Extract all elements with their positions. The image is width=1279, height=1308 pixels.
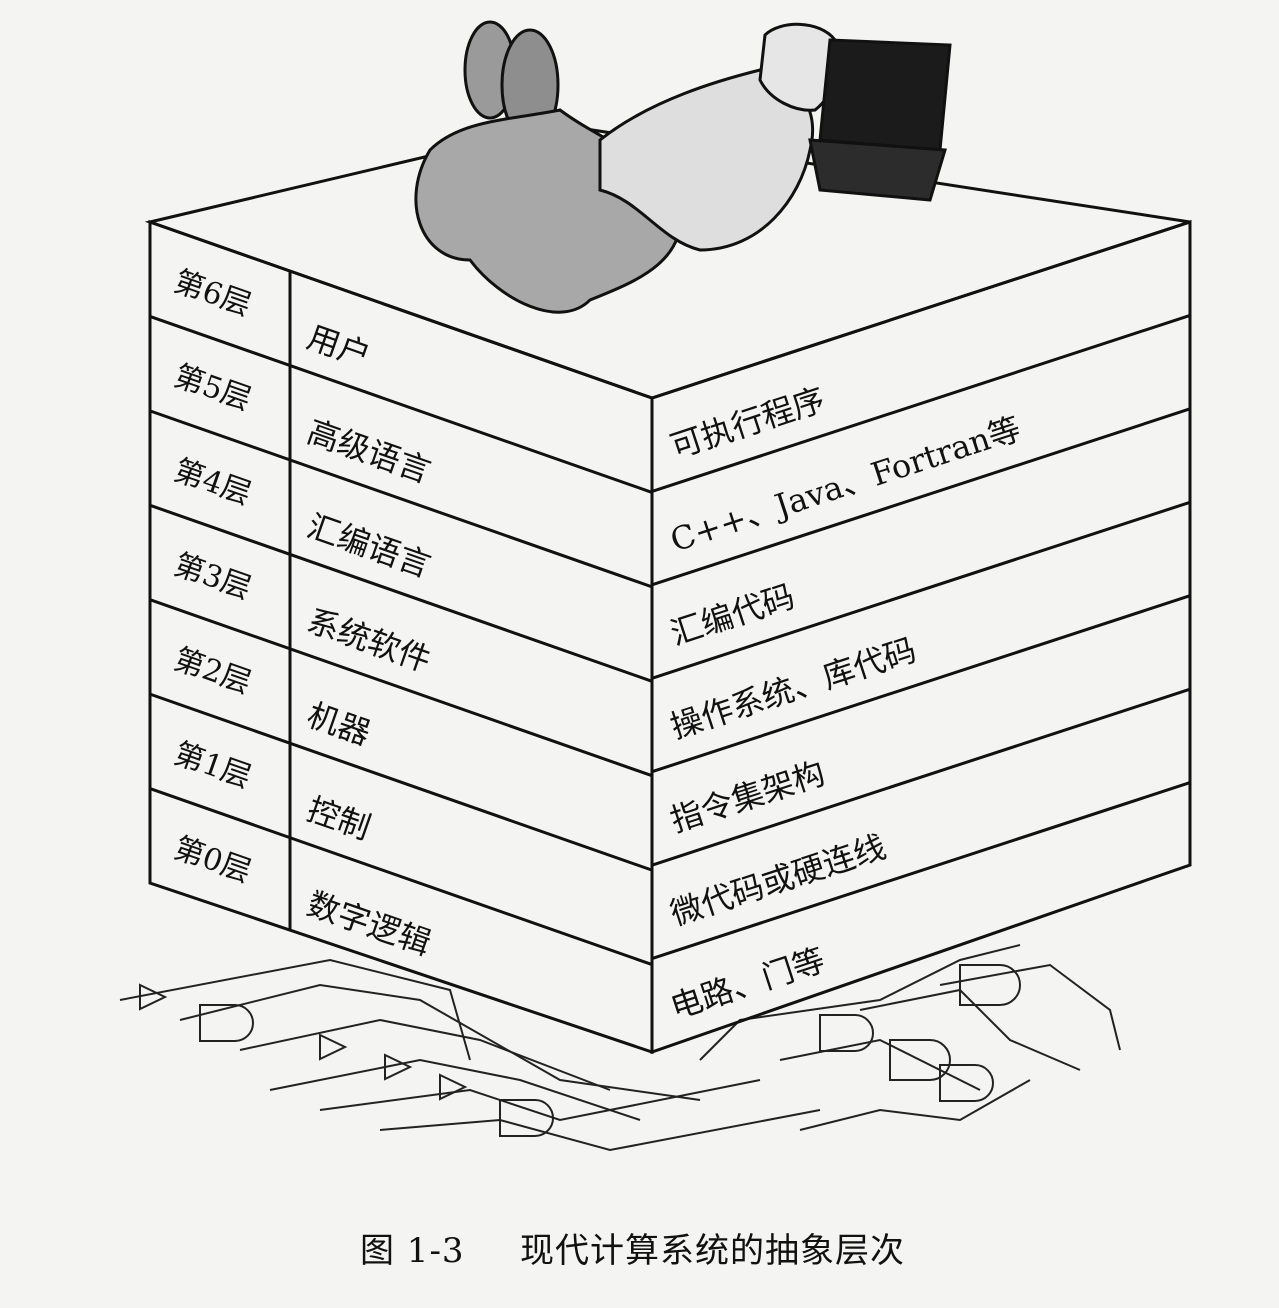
layer-name-label: 系统软件 (302, 601, 435, 679)
layer-name-label: 数字逻辑 (302, 885, 435, 963)
layer-name-label: 控制 (302, 790, 375, 847)
layer-detail-label: 可执行程序 (666, 380, 830, 466)
side-face-separators (651, 314, 1191, 960)
side-separator (651, 314, 1191, 493)
front-face-separators (149, 315, 653, 966)
layer-level-label: 第1层 (169, 736, 255, 795)
layer-name-label: 汇编语言 (302, 507, 435, 585)
logic-circuit-illustration (119, 944, 1121, 1152)
layer-detail-label: 指令集架构 (666, 754, 830, 840)
layer-detail-label: 电路、门等 (666, 941, 830, 1027)
side-separator (651, 687, 1191, 867)
figure-caption-text: 现代计算系统的抽象层次 (520, 1231, 905, 1271)
layer-level-label: 第3层 (169, 547, 255, 606)
layer-name-label: 用户 (302, 318, 375, 375)
layer-level-label: 第6层 (169, 264, 255, 323)
front-separator (149, 409, 653, 589)
side-separator (651, 500, 1191, 680)
layer-level-label: 第4层 (169, 453, 255, 512)
layer-level-label: 第0层 (169, 831, 255, 890)
layer-level-label: 第2层 (169, 642, 255, 701)
layer-name-label: 机器 (302, 696, 375, 753)
person-with-laptop-illustration (414, 20, 952, 314)
front-separator (149, 787, 653, 966)
side-separator (651, 594, 1191, 774)
figure-caption-number: 图 1-3 (360, 1231, 465, 1271)
front-separator (149, 503, 653, 683)
side-separator (651, 781, 1191, 960)
layer-level-label: 第5层 (169, 359, 255, 418)
layer-detail-label: 操作系统、库代码 (666, 631, 921, 747)
front-separator (149, 692, 653, 872)
layer-block-outline (144, 123, 1192, 1055)
layer-detail-label: 汇编代码 (666, 577, 799, 653)
layer-detail-labels: 可执行程序C++、Java、Fortran等汇编代码操作系统、库代码指令集架构微… (666, 380, 1026, 1026)
front-separator (149, 315, 653, 494)
layer-name-label: 高级语言 (302, 412, 435, 490)
front-separator (149, 598, 653, 778)
side-separator (651, 407, 1191, 587)
